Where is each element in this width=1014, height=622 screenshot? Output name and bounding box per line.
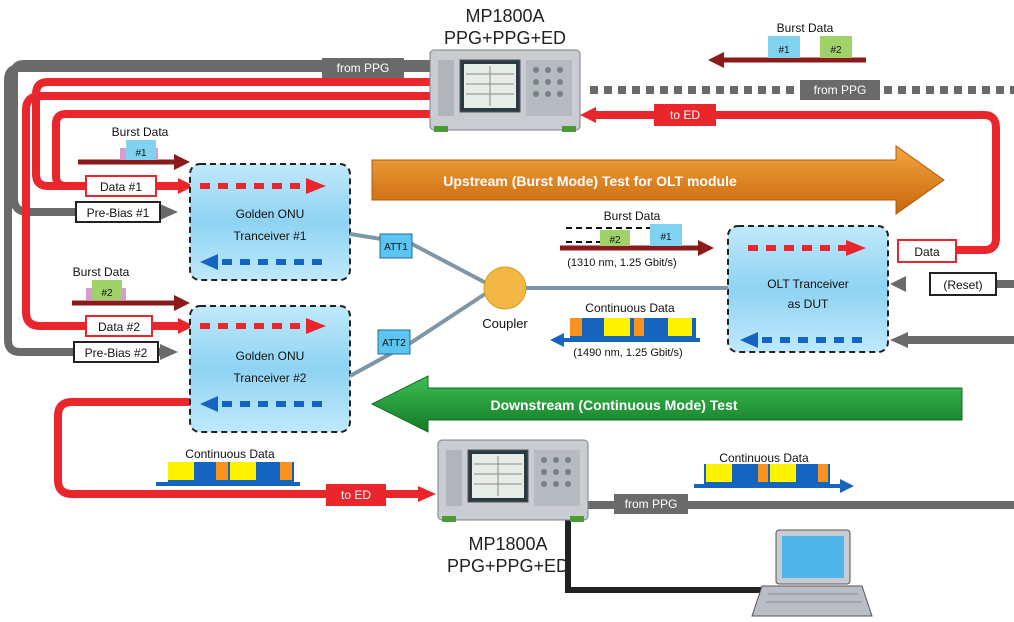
burst-combined: Burst Data #2 #1 (1310 nm, 1.25 Gbit/s)	[560, 209, 714, 269]
onu2-line1: Golden ONU	[236, 349, 305, 363]
coupler-label: Coupler	[482, 316, 528, 331]
upstream-label: Upstream (Burst Mode) Test for OLT modul…	[443, 173, 737, 189]
svg-text:Pre-Bias #2: Pre-Bias #2	[85, 346, 148, 360]
svg-text:Burst Data: Burst Data	[73, 265, 130, 279]
svg-text:to ED: to ED	[670, 108, 700, 122]
svg-text:Continuous Data: Continuous Data	[585, 301, 675, 315]
olt-line2: as DUT	[788, 297, 829, 311]
burst-spec: (1310 nm, 1.25 Gbit/s)	[567, 257, 676, 269]
cable-arrowheads	[160, 107, 908, 502]
svg-text:Continuous Data: Continuous Data	[185, 447, 275, 461]
svg-text:#1: #1	[660, 232, 672, 243]
olt-line1: OLT Tranceiver	[767, 277, 849, 291]
svg-text:Burst Data: Burst Data	[604, 209, 661, 223]
burst-onu2: Burst Data #2	[72, 265, 190, 311]
svg-text:#1: #1	[778, 45, 790, 56]
coupler-icon	[483, 266, 527, 310]
svg-text:Pre-Bias #1: Pre-Bias #1	[87, 206, 150, 220]
pre-bias-2-tag: Pre-Bias #2	[73, 341, 159, 363]
svg-text:Continuous Data: Continuous Data	[719, 451, 809, 465]
att1-label: ATT1	[384, 242, 408, 253]
downstream-label: Downstream (Continuous Mode) Test	[490, 397, 737, 413]
burst-top-right: Burst Data #1 #2	[708, 21, 866, 68]
to-ed-top-tag: to ED	[654, 104, 716, 126]
svg-text:from PPG: from PPG	[625, 497, 678, 511]
svg-text:Data #2: Data #2	[98, 320, 140, 334]
svg-text:#1: #1	[135, 148, 147, 159]
downstream-arrow: Downstream (Continuous Mode) Test	[370, 375, 963, 433]
svg-text:Burst Data: Burst Data	[777, 21, 834, 35]
instrument-bottom-model: MP1800A	[468, 534, 547, 554]
olt-box: OLT Tranceiver as DUT	[727, 225, 889, 353]
svg-text:(Reset): (Reset)	[943, 278, 982, 292]
data-1-tag: Data #1	[85, 175, 157, 197]
burst-onu1: Burst Data #1	[78, 125, 190, 170]
laptop-icon	[751, 529, 873, 617]
continuous-bottom-left: Continuous Data	[156, 447, 300, 486]
onu2-box: Golden ONU Tranceiver #2	[189, 305, 351, 433]
from-ppg-bottom-tag: from PPG	[614, 494, 688, 514]
svg-text:from PPG: from PPG	[337, 61, 390, 75]
instrument-top-model: MP1800A	[465, 6, 544, 26]
svg-text:#2: #2	[101, 288, 113, 299]
from-ppg-top-right-tag: from PPG	[800, 80, 880, 100]
continuous-center: Continuous Data (1490 nm, 1.25 Gbit/s)	[550, 301, 700, 359]
pre-bias-1-tag: Pre-Bias #1	[75, 201, 161, 223]
continuous-bottom-right: Continuous Data	[694, 451, 854, 493]
instrument-bottom-config: PPG+PPG+ED	[447, 556, 569, 576]
svg-text:#2: #2	[830, 45, 842, 56]
instrument-bottom	[437, 439, 589, 522]
instrument-top	[429, 49, 581, 132]
from-ppg-top-left-tag: from PPG	[322, 58, 404, 78]
att2-label: ATT2	[382, 338, 406, 349]
onu1-line1: Golden ONU	[236, 207, 305, 221]
olt-data-tag: Data	[897, 239, 957, 263]
reset-tag: (Reset)	[929, 272, 997, 296]
svg-text:Burst Data: Burst Data	[112, 125, 169, 139]
cables	[4, 60, 1014, 593]
svg-text:#2: #2	[609, 235, 621, 246]
data-2-tag: Data #2	[85, 315, 153, 337]
svg-text:Data: Data	[914, 245, 940, 259]
continuous-spec: (1490 nm, 1.25 Gbit/s)	[573, 347, 682, 359]
svg-text:to ED: to ED	[341, 488, 371, 502]
onu1-line2: Tranceiver #1	[234, 229, 307, 243]
upstream-arrow: Upstream (Burst Mode) Test for OLT modul…	[371, 145, 945, 215]
svg-text:from PPG: from PPG	[814, 83, 867, 97]
att2: ATT2	[377, 329, 411, 355]
to-ed-bottom-tag: to ED	[326, 484, 386, 506]
onu2-line2: Tranceiver #2	[234, 371, 307, 385]
svg-text:Data #1: Data #1	[100, 180, 142, 194]
instrument-top-config: PPG+PPG+ED	[444, 28, 566, 48]
onu1-box: Golden ONU Tranceiver #1	[189, 163, 351, 281]
att1: ATT1	[379, 233, 413, 259]
